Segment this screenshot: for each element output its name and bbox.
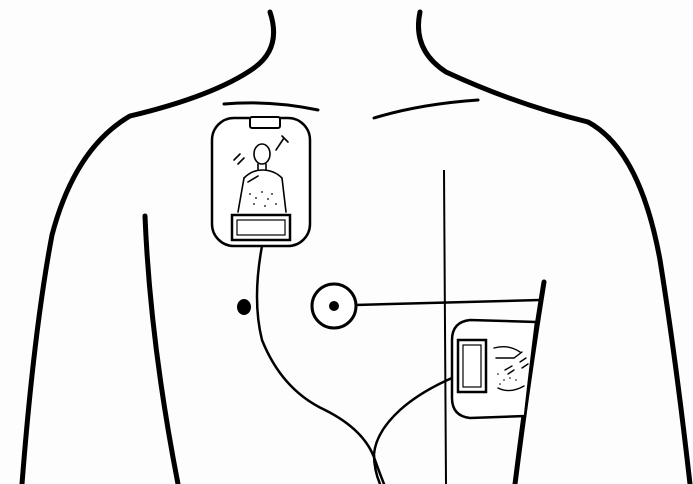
cable-upper-pad: [257, 246, 384, 484]
pad-tab: [250, 117, 280, 128]
collarbone-right: [374, 100, 478, 118]
pad-cables: [257, 246, 452, 484]
side-pad-label-box: [458, 340, 486, 392]
torso-outline: [22, 12, 690, 484]
collarbone-lines: [224, 100, 478, 118]
side-pad: [452, 320, 536, 418]
cable-side-pad: [374, 378, 452, 484]
right-nipple-marker: [312, 284, 356, 328]
pad-label-box: [232, 215, 290, 240]
left-nipple: [237, 299, 251, 315]
upper-chest-pad: [212, 117, 310, 246]
left-arm-line: [145, 216, 178, 484]
midaxillary-reference-line: [444, 170, 446, 484]
nipple-reference-line: [355, 300, 540, 305]
collarbone-left: [224, 103, 318, 110]
